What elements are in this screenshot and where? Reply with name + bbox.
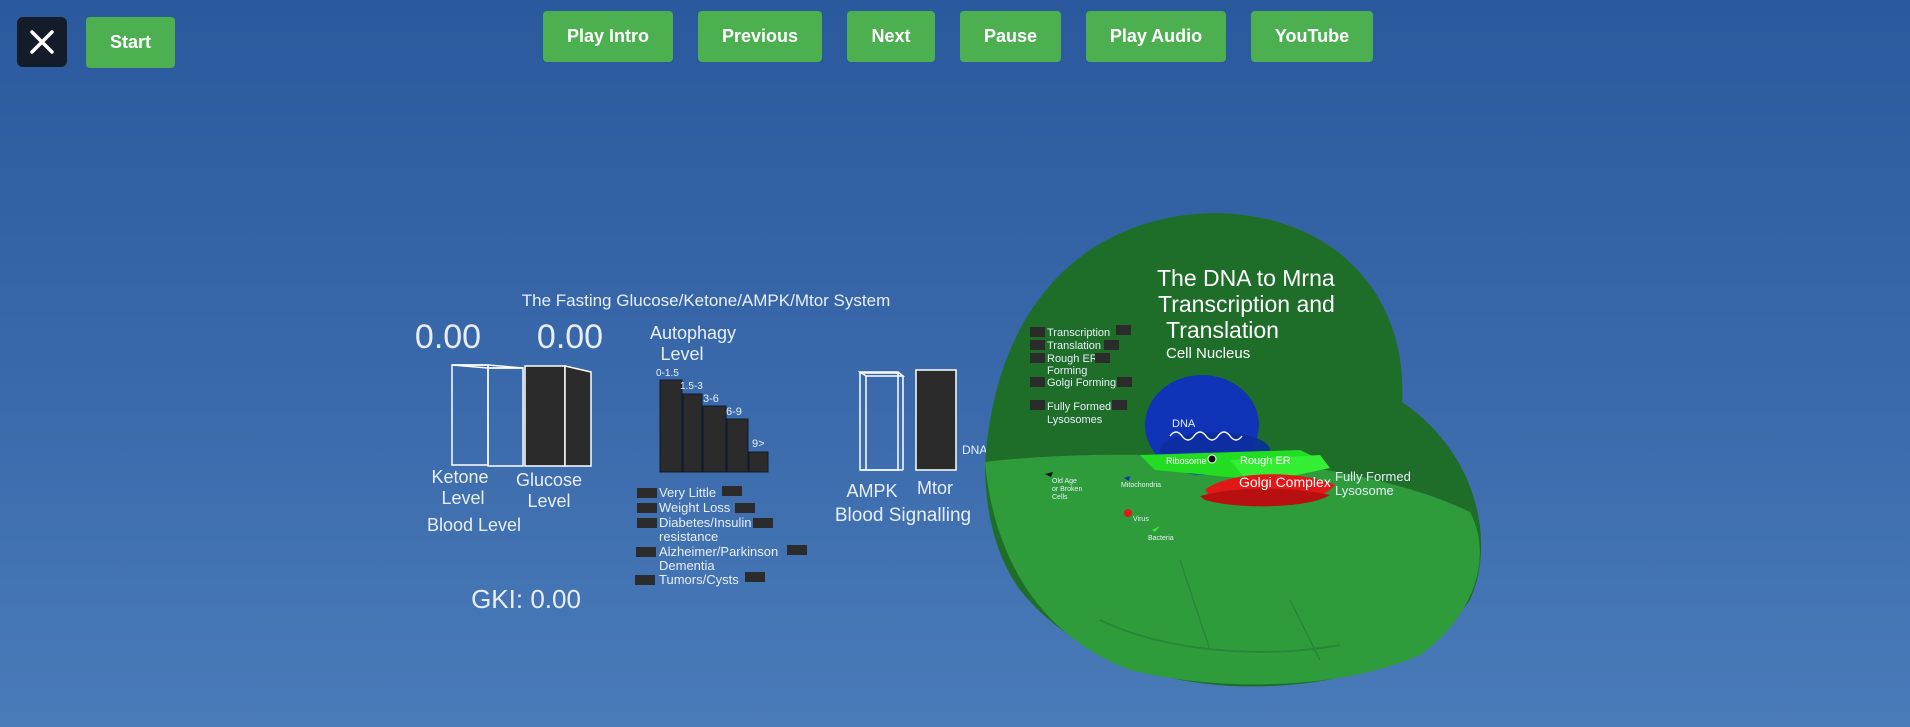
ketone-value: 0.00 <box>415 318 481 356</box>
mtor-bar <box>915 369 957 471</box>
legend-diabetes: Diabetes/Insulin <box>659 515 752 530</box>
autophagy-range-3: 3-6 <box>703 393 719 405</box>
dna-helix <box>1169 431 1243 441</box>
cell-title-2: Transcription and <box>1158 291 1335 317</box>
old-age-label-2: or Broken <box>1052 486 1082 493</box>
checklist-transcription: Transcription <box>1047 327 1110 339</box>
pause-button[interactable]: Pause <box>960 11 1061 62</box>
gki-value: GKI: 0.00 <box>471 584 581 614</box>
cell-nucleus-subtitle: Cell Nucleus <box>1166 345 1250 362</box>
virus <box>1124 509 1132 517</box>
autophagy-bars <box>659 379 769 473</box>
golgi-complex <box>1205 474 1335 506</box>
play-audio-button[interactable]: Play Audio <box>1086 11 1226 62</box>
start-button[interactable]: Start <box>86 17 175 68</box>
autophagy-label-2: Level <box>660 344 703 364</box>
legend-alzheimer: Alzheimer/Parkinson <box>659 544 778 559</box>
old-age-label: Old Age <box>1052 478 1077 485</box>
rough-er-label: Rough ER <box>1240 455 1291 467</box>
next-button[interactable]: Next <box>847 11 935 62</box>
rough-er <box>1140 450 1325 480</box>
checklist-golgi-forming: Golgi Forming <box>1047 377 1116 389</box>
ketone-label: Ketone <box>431 467 488 487</box>
mtor-label: Mtor <box>917 478 953 498</box>
autophagy-range-1: 0-1.5 <box>656 368 679 379</box>
youtube-button[interactable]: YouTube <box>1251 11 1373 62</box>
checklist-rough-er-2: Forming <box>1047 365 1087 377</box>
ampk-label: AMPK <box>846 481 897 501</box>
glucose-label: Glucose <box>516 470 582 490</box>
ketone-bar <box>451 364 524 467</box>
legend-alzheimer-2: Dementia <box>659 558 715 573</box>
autophagy-range-2: 1.5-3 <box>680 381 703 392</box>
legend-tumors: Tumors/Cysts <box>659 572 739 587</box>
fully-formed-lysosome-label-2: Lysosome <box>1335 483 1394 498</box>
virus-label: Virus <box>1133 516 1149 523</box>
glucose-value: 0.00 <box>537 318 603 356</box>
close-icon <box>30 30 54 54</box>
blood-level-label: Blood Level <box>427 515 521 535</box>
nucleus <box>1145 375 1259 475</box>
autophagy-label: Autophagy <box>650 323 736 343</box>
cell-model: DNA Ribosome Rough ER Golgi Complex Full… <box>985 213 1482 687</box>
mitochondria-label: Mitochondria <box>1121 482 1161 489</box>
cell-cytoplasm <box>985 454 1480 685</box>
ribosome-label: Ribosome <box>1166 456 1207 466</box>
ketone-label-2: Level <box>441 488 484 508</box>
panel-title: The Fasting Glucose/Ketone/AMPK/Mtor Sys… <box>522 291 890 310</box>
blood-signalling-label: Blood Signalling <box>835 505 971 526</box>
ampk-bar <box>857 371 906 471</box>
autophagy-range-5: 9> <box>752 438 765 450</box>
autophagy-legend: Very Little Weight Loss Diabetes/Insulin… <box>635 485 807 587</box>
cell-title-3: Translation <box>1166 317 1279 343</box>
legend-very-little: Very Little <box>659 485 716 500</box>
fasting-system-panel: The Fasting Glucose/Ketone/AMPK/Mtor Sys… <box>415 291 1045 614</box>
checklist-rough-er: Rough ER <box>1047 353 1098 365</box>
checklist-lysosomes-2: Lysosomes <box>1047 414 1103 426</box>
process-checklist: Transcription Translation Rough ER Formi… <box>1030 325 1132 426</box>
dna-label: DNA <box>1172 418 1196 430</box>
cell-sphere <box>985 213 1482 687</box>
legend-weight-loss: Weight Loss <box>659 500 731 515</box>
golgi-label: Golgi Complex <box>1239 474 1331 490</box>
close-button[interactable] <box>17 17 67 67</box>
legend-diabetes-2: resistance <box>659 529 718 544</box>
dna-trigger-label: DNA Trigger >> <box>962 443 1045 457</box>
fully-formed-lysosome-label: Fully Formed <box>1335 469 1411 484</box>
cell-title-1: The DNA to Mrna <box>1157 265 1335 291</box>
play-intro-button[interactable]: Play Intro <box>543 11 673 62</box>
old-age-label-3: Cells <box>1052 494 1068 501</box>
previous-button[interactable]: Previous <box>698 11 822 62</box>
checklist-lysosomes: Fully Formed <box>1047 401 1111 413</box>
checklist-translation: Translation <box>1047 340 1101 352</box>
bacteria-label: Bacteria <box>1148 535 1174 542</box>
glucose-label-2: Level <box>527 491 570 511</box>
autophagy-range-4: 6-9 <box>726 406 742 418</box>
glucose-bar <box>524 365 592 467</box>
